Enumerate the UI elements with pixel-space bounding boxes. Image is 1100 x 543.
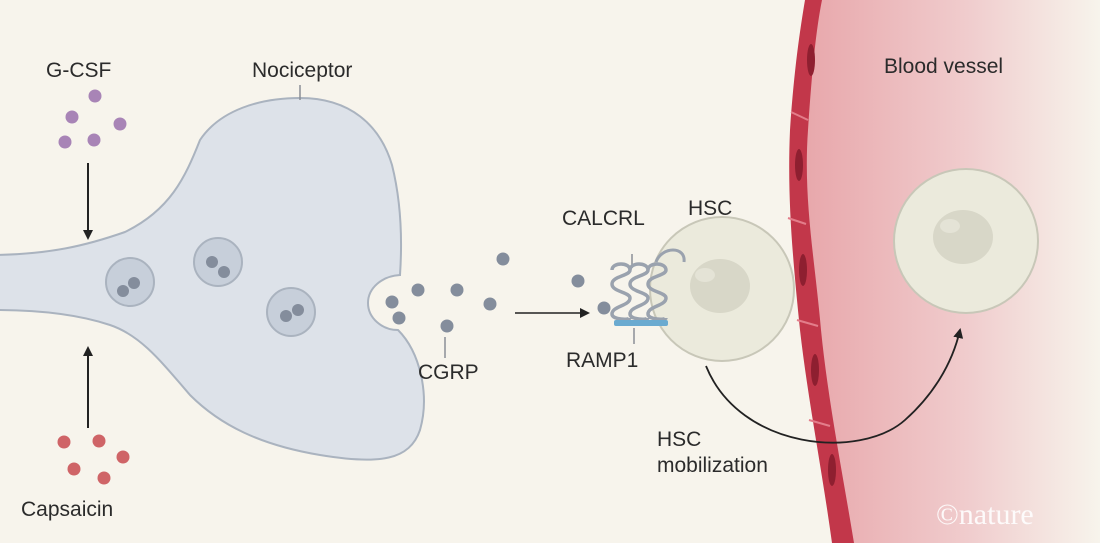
cgrp-molecule xyxy=(206,256,218,268)
cgrp-molecule xyxy=(392,311,406,325)
vesicle xyxy=(105,257,155,307)
cgrp-molecule xyxy=(483,297,497,311)
cell-junction xyxy=(790,111,809,121)
endothelial-cells xyxy=(787,44,836,486)
vesicle xyxy=(193,237,243,287)
gcsf-molecule xyxy=(87,133,101,147)
cgrp-molecule xyxy=(385,295,399,309)
cell-junction xyxy=(808,419,831,427)
hsc-nucleus xyxy=(690,259,750,313)
cgrp-molecule xyxy=(496,252,510,266)
cgrp-molecule xyxy=(571,274,585,288)
nature-logo: ©nature xyxy=(936,498,1034,531)
ramp1-receptor xyxy=(614,320,668,326)
capsaicin-molecule xyxy=(116,450,130,464)
label-capsaicin: Capsaicin xyxy=(21,498,114,521)
gcsf-molecule xyxy=(113,117,127,131)
cgrp-molecule xyxy=(450,283,464,297)
hsc-cell xyxy=(649,216,795,362)
endothelial-nucleus xyxy=(799,254,807,286)
hsc-cell-mobilized xyxy=(893,168,1039,314)
blood-vessel-wall xyxy=(789,0,854,543)
label-nociceptor: Nociceptor xyxy=(252,59,353,82)
capsaicin-molecule xyxy=(92,434,106,448)
mobilization-arrow-icon xyxy=(705,328,964,444)
hsc-nucleus-highlight xyxy=(940,219,960,233)
cell-junction xyxy=(796,319,819,327)
cgrp-molecule xyxy=(218,266,230,278)
hsc-nucleus-highlight xyxy=(695,268,715,282)
endothelial-nucleus xyxy=(807,44,815,76)
gcsf-molecule xyxy=(58,135,72,149)
label-cgrp: CGRP xyxy=(418,361,479,384)
cgrp-molecule xyxy=(117,285,129,297)
gcsf-molecule xyxy=(65,110,79,124)
label-hsc: HSC xyxy=(688,197,733,220)
gcsf-molecules xyxy=(58,89,127,149)
capsaicin-molecules xyxy=(57,434,130,485)
endothelial-nucleus xyxy=(811,354,819,386)
label-gcsf: G-CSF xyxy=(46,59,112,82)
calcrl-receptor xyxy=(610,248,686,321)
vesicle xyxy=(266,287,316,337)
label-hsc-mobilization: HSC mobilization xyxy=(657,428,768,478)
label-blood-vessel: Blood vessel xyxy=(884,55,1004,78)
gcsf-molecule xyxy=(88,89,102,103)
cgrp-molecule xyxy=(128,277,140,289)
label-ramp1: RAMP1 xyxy=(566,349,639,372)
label-calcrl: CALCRL xyxy=(562,207,645,230)
capsaicin-molecule xyxy=(57,435,71,449)
released-cgrp xyxy=(385,252,611,333)
cgrp-molecule xyxy=(440,319,454,333)
cgrp-molecule xyxy=(280,310,292,322)
cgrp-molecule xyxy=(411,283,425,297)
endothelial-nucleus xyxy=(795,149,803,181)
cgrp-molecule xyxy=(292,304,304,316)
capsaicin-molecule xyxy=(97,471,111,485)
hsc-nucleus xyxy=(933,210,993,264)
cell-junction xyxy=(787,217,807,225)
cgrp-molecule xyxy=(597,301,611,315)
capsaicin-molecule xyxy=(67,462,81,476)
endothelial-nucleus xyxy=(828,454,836,486)
